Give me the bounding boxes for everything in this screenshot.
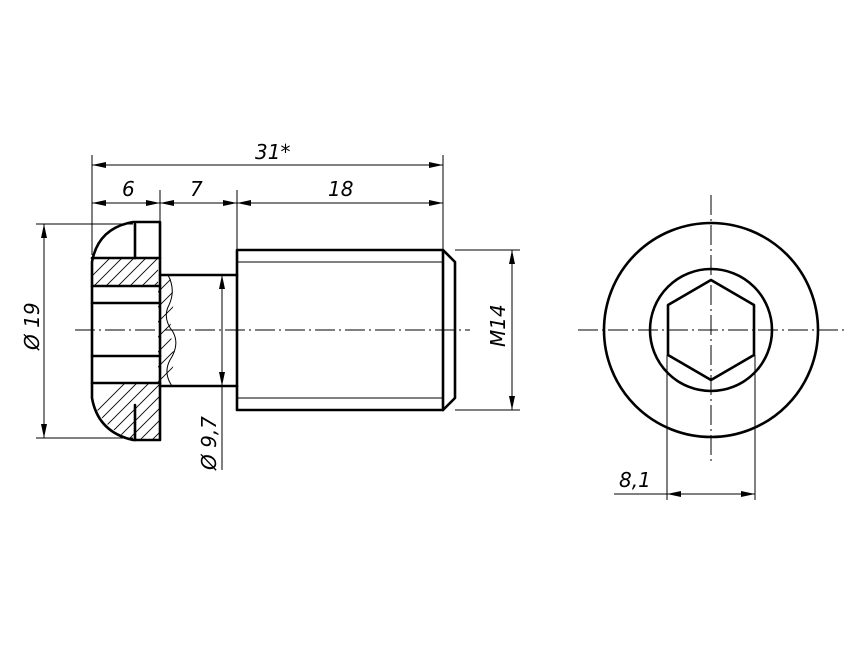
arrow-hex-left bbox=[667, 491, 681, 497]
arrow-neck-left bbox=[160, 200, 174, 206]
arrow-head-right bbox=[146, 200, 160, 206]
dim-label-neck-length: 7 bbox=[190, 177, 203, 201]
arrow-m14-top bbox=[509, 250, 515, 264]
end-view: 8,1 bbox=[578, 195, 848, 500]
break-line bbox=[165, 274, 177, 387]
arrow-overall-right bbox=[429, 162, 443, 168]
socket-circle bbox=[648, 267, 774, 393]
arrow-head-left bbox=[92, 200, 106, 206]
head-outer-circle bbox=[602, 221, 820, 439]
arrow-m14-bottom bbox=[509, 396, 515, 410]
section-hatching-break bbox=[158, 275, 175, 385]
arrow-overall-left bbox=[92, 162, 106, 168]
side-view bbox=[75, 220, 470, 442]
arrow-dia19-top bbox=[41, 224, 47, 238]
arrow-dia97-bottom bbox=[219, 372, 225, 386]
dim-label-overall: 31* bbox=[255, 140, 290, 164]
screw-head-outline bbox=[90, 220, 162, 442]
dim-label-head-length: 6 bbox=[122, 177, 135, 201]
arrow-dia19-bottom bbox=[41, 424, 47, 438]
arrow-hex-right bbox=[741, 491, 755, 497]
dimensions: 31* 6 7 18 Ø 19 Ø 9,7 M14 bbox=[20, 140, 520, 471]
arrow-dia97-top bbox=[219, 275, 225, 289]
arrow-neck-right bbox=[223, 200, 237, 206]
dim-label-thread-length: 18 bbox=[328, 177, 353, 201]
dim-label-thread-size: M14 bbox=[486, 304, 510, 347]
section-hatching bbox=[92, 258, 158, 286]
dim-label-neck-diameter: Ø 9,7 bbox=[197, 416, 221, 471]
dim-label-head-diameter: Ø 19 bbox=[20, 302, 44, 351]
hex-socket bbox=[666, 278, 756, 382]
arrow-thread-right bbox=[429, 200, 443, 206]
dim-label-hex-size: 8,1 bbox=[619, 468, 651, 492]
arrow-thread-left bbox=[237, 200, 251, 206]
